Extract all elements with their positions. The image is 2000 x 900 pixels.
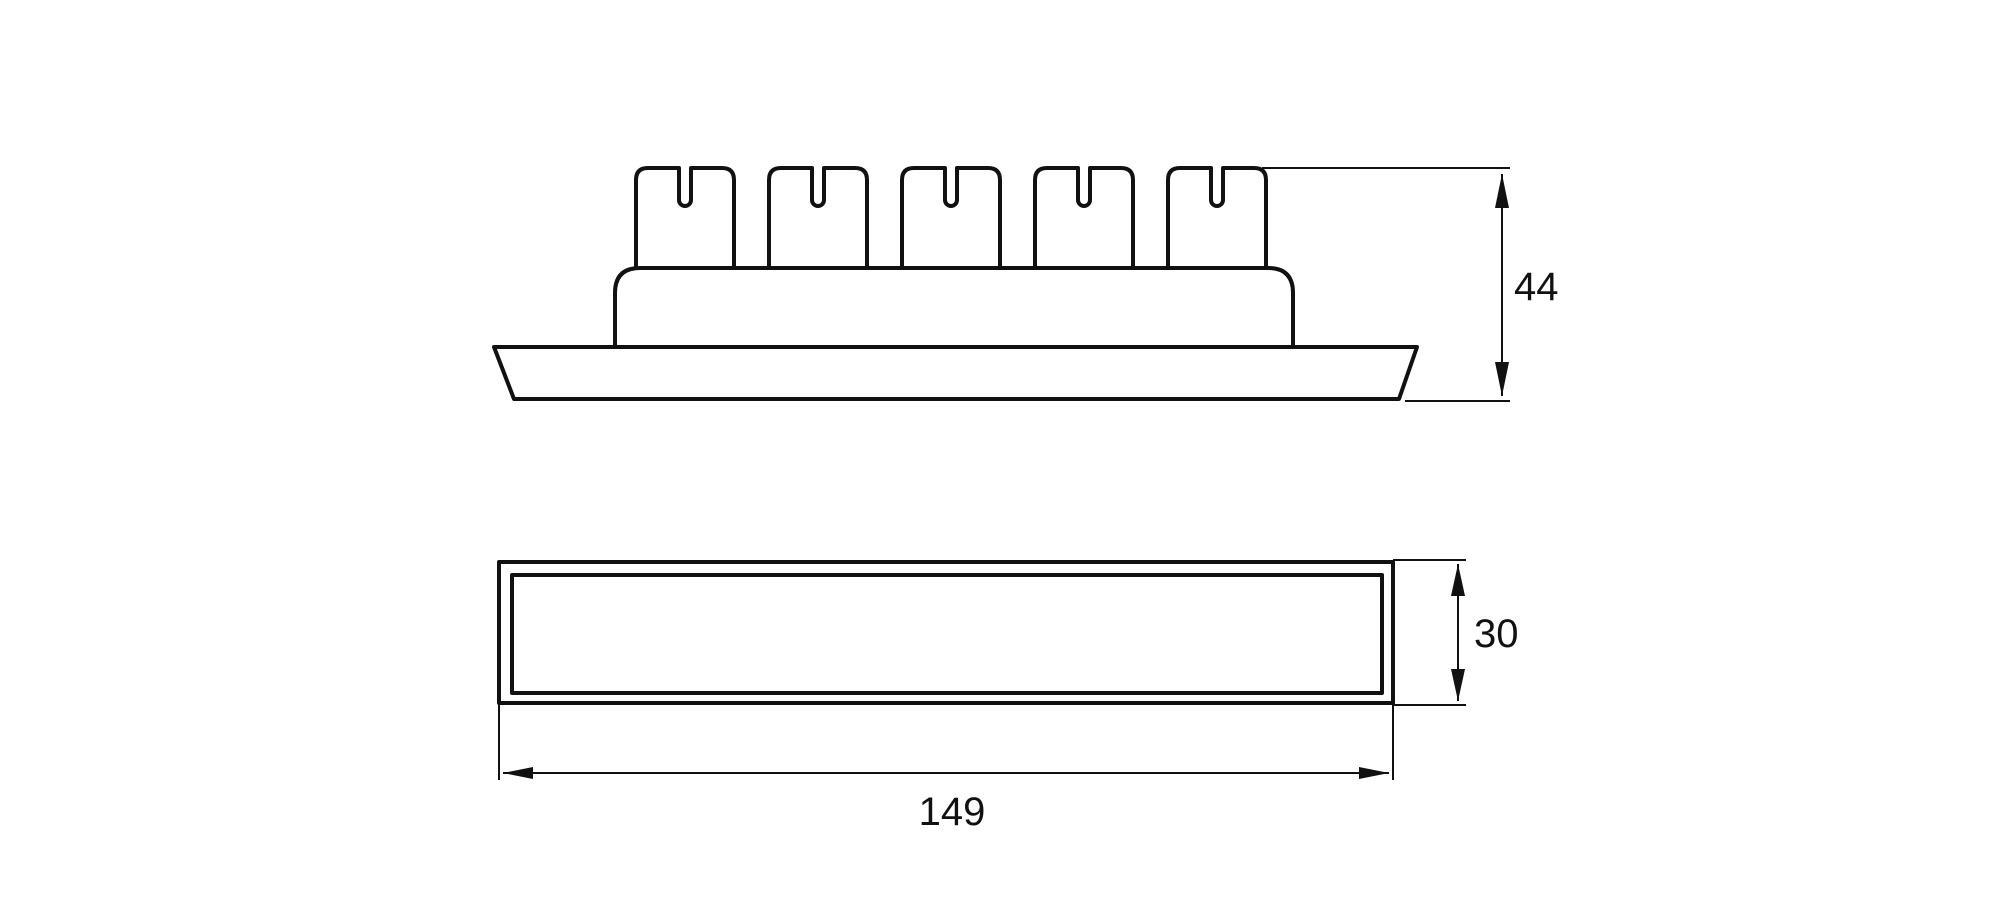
dimension-label-height: 44 [1514, 265, 1559, 309]
arrow-head-depth-up [1451, 564, 1465, 596]
arrow-head-right [1359, 767, 1389, 779]
dimension-label-depth: 30 [1474, 612, 1519, 656]
arrow-head-left [503, 767, 533, 779]
dimension-height: 44 [1262, 167, 1559, 402]
dimension-width: 149 [498, 703, 1394, 834]
base-plate [492, 345, 1419, 401]
clip-teeth [634, 166, 1268, 270]
arrow-head-down [1495, 362, 1509, 396]
arrow-head-up [1495, 174, 1509, 208]
clip-tooth [767, 166, 869, 270]
body-block [613, 266, 1295, 349]
clip-tooth [1166, 166, 1268, 270]
clip-tooth [634, 166, 736, 270]
top-view [497, 560, 1395, 705]
arrow-head-depth-down [1451, 669, 1465, 701]
clip-tooth [900, 166, 1002, 270]
dimension-label-width: 149 [919, 790, 986, 834]
side-view [492, 166, 1419, 401]
frame-outer [497, 560, 1395, 705]
clip-tooth [1033, 166, 1135, 270]
dimension-depth: 30 [1393, 559, 1519, 706]
frame-inner [510, 573, 1384, 695]
